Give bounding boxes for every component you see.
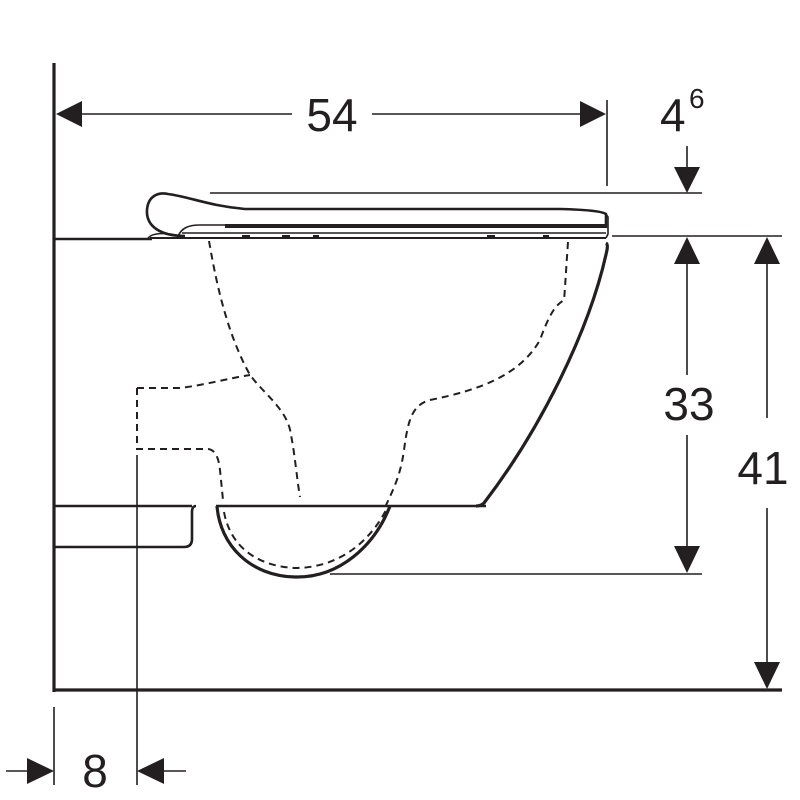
- frame-lines: [54, 237, 486, 549]
- dimension-54: 54: [56, 89, 608, 186]
- dimension-33: 33: [330, 235, 782, 575]
- dimension-label-8: 8: [82, 745, 108, 797]
- dimension-41: 41: [737, 237, 789, 689]
- hidden-internal-lines: [136, 240, 569, 570]
- toilet-bowl: [215, 241, 609, 579]
- wall-and-floor: [52, 63, 782, 692]
- dimension-label-4: 4: [660, 89, 686, 141]
- wall-offset-reference: [53, 455, 138, 785]
- dimension-label-superscript-6: 6: [689, 83, 705, 114]
- dimension-label-54: 54: [306, 89, 357, 141]
- dimension-label-41: 41: [737, 442, 788, 494]
- dimension-label-33: 33: [663, 378, 714, 430]
- toilet-seat-lid: [145, 192, 609, 239]
- dimension-4-6: 4 6: [210, 83, 705, 194]
- dimension-8: 8: [6, 745, 186, 797]
